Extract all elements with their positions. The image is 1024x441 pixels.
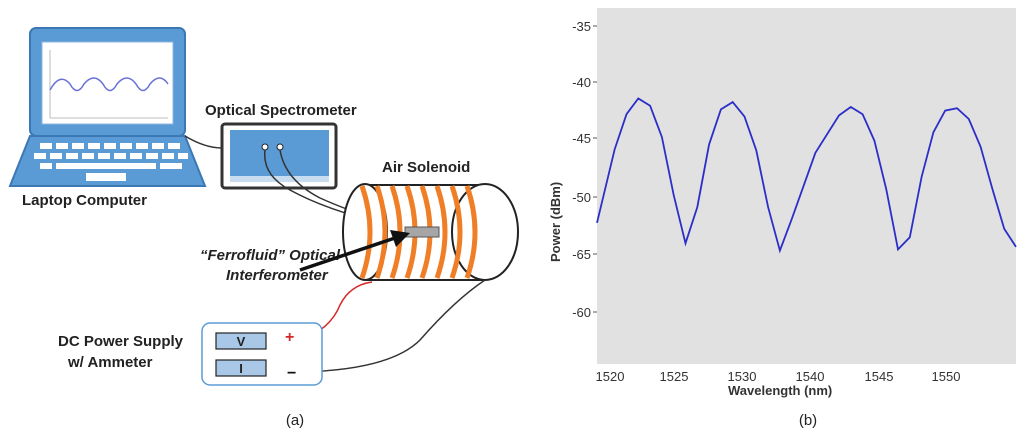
dc-power-supply: [201, 322, 323, 386]
caption-a: (a): [286, 412, 304, 429]
laptop-icon: [8, 27, 207, 187]
x-tick-label: 1525: [660, 369, 689, 384]
plus-terminal: +: [285, 329, 294, 346]
caption-b: (b): [799, 412, 817, 429]
x-tick-label: 1540: [796, 369, 825, 384]
y-axis-label: Power (dBm): [548, 182, 563, 262]
spectrum-trace: [596, 97, 1017, 254]
x-tick-label: 1530: [728, 369, 757, 384]
panel-a: Laptop Computer Optical Spectrometer: [8, 27, 519, 429]
pointer-arrow: [299, 230, 410, 272]
y-tick-label: -65: [572, 247, 591, 262]
air-solenoid-icon: [342, 183, 519, 281]
solenoid-label: Air Solenoid: [382, 159, 470, 176]
minus-terminal: −: [287, 365, 296, 382]
power-supply-label-line1: DC Power Supply: [58, 333, 184, 350]
ferrofluid-sensor: [404, 226, 440, 238]
x-axis-label: Wavelength (nm): [728, 383, 832, 398]
spectrometer-icon: [220, 122, 338, 190]
power-supply-label-line2: w/ Ammeter: [67, 354, 153, 371]
spectrometer-label: Optical Spectrometer: [205, 102, 357, 119]
y-tick-label: -60: [572, 305, 591, 320]
black-wire: [299, 279, 486, 373]
y-tick-label: -40: [572, 75, 591, 90]
y-tick-label: -45: [572, 131, 591, 146]
laptop-screen-trace: [49, 77, 169, 92]
ferrofluid-label-line2: Interferometer: [226, 267, 329, 284]
voltage-readout: V: [237, 334, 246, 349]
laptop-label: Laptop Computer: [22, 192, 147, 209]
x-tick-label: 1545: [865, 369, 894, 384]
x-tick-label: 1520: [596, 369, 625, 384]
y-tick-label: -35: [572, 19, 591, 34]
current-readout: I: [239, 361, 243, 376]
x-tick-label: 1550: [932, 369, 961, 384]
ferrofluid-label-line1: “Ferrofluid” Optical: [200, 247, 341, 264]
plot-area: [597, 8, 1016, 364]
y-axis-ticks: -35 -40 -45 -50 -65 -60: [572, 19, 597, 320]
x-axis-ticks: 1520 1525 1530 1540 1545 1550: [596, 369, 961, 384]
y-tick-label: -50: [572, 190, 591, 205]
usb-cable: [184, 135, 223, 149]
